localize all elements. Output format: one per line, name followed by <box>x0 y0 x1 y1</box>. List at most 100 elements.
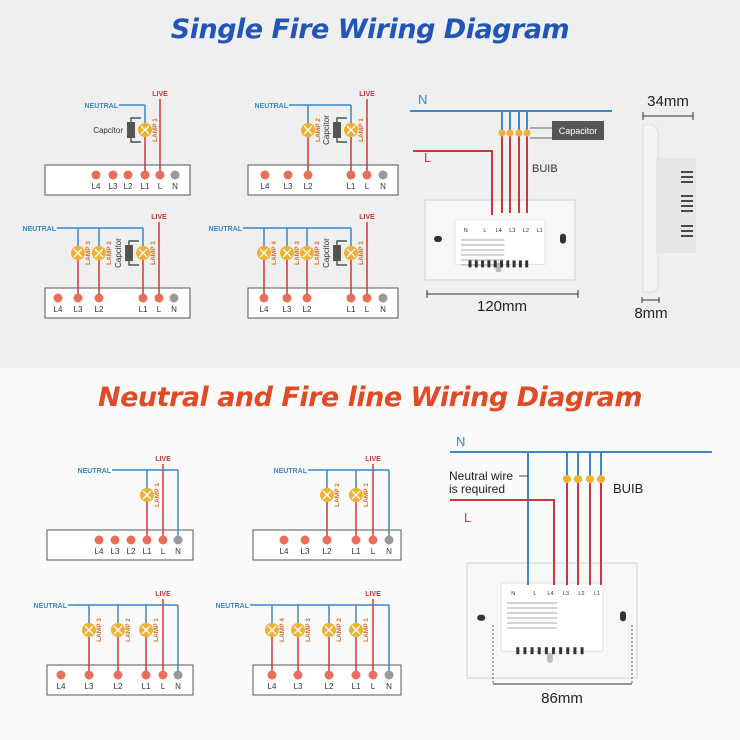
n-line-label: N <box>456 434 465 449</box>
width-dimension-label: 120mm <box>477 298 527 315</box>
capacitor-box-label: Capacitor <box>559 126 598 136</box>
live-label: LIVE <box>359 214 375 221</box>
capacitor-label: Capcitor <box>93 126 123 135</box>
terminal-label: L <box>371 682 376 691</box>
terminal-l1 <box>351 670 361 680</box>
single-fire-title: Single Fire Wiring Diagram <box>170 14 570 45</box>
terminal-l <box>368 670 378 680</box>
bulb-icon <box>597 475 605 483</box>
lamp-4 <box>265 623 279 637</box>
terminal-label: L1 <box>352 682 361 691</box>
terminal-l2 <box>303 170 313 180</box>
vent-slot <box>537 647 541 655</box>
terminal-label: N <box>386 682 392 691</box>
terminal-l <box>158 670 168 680</box>
live-label: LIVE <box>359 91 375 98</box>
terminal-label: L2 <box>95 305 104 314</box>
terminal-label: L1 <box>347 182 356 191</box>
bulb-icon <box>515 129 523 137</box>
lamp-label: LAMP 2 <box>106 241 113 265</box>
lamp-cross <box>351 625 361 635</box>
lamp-1 <box>139 623 153 637</box>
terminal-l3 <box>73 293 83 303</box>
lamp-cross <box>282 248 292 258</box>
terminal-label: L <box>157 305 162 314</box>
l-line-wire <box>413 150 493 215</box>
terminal-l2 <box>126 535 136 545</box>
device-terminal-label: N <box>511 591 515 597</box>
lamp-label: LAMP 1 <box>154 483 161 507</box>
lamp-label: LAMP 2 <box>334 483 341 507</box>
lamp-label: LAMP 1 <box>152 118 159 142</box>
neutral-required-label: Neutral wire <box>449 469 513 483</box>
lamp-label: LAMP 2 <box>314 241 321 265</box>
terminal-l4 <box>267 670 277 680</box>
lamp-cross <box>142 490 152 500</box>
lamp-label: LAMP 3 <box>305 618 312 642</box>
bulb-icon <box>563 475 571 483</box>
terminal-l <box>368 535 378 545</box>
switch-box <box>46 664 194 696</box>
terminal-l2 <box>324 670 334 680</box>
terminal-label: L3 <box>283 305 292 314</box>
capacitor-label: Capcitor <box>322 238 331 268</box>
lamp-2 <box>322 623 336 637</box>
vent-slot <box>523 647 527 655</box>
lamp-label: LAMP 4 <box>271 241 278 265</box>
terminal-label: L1 <box>141 182 150 191</box>
vent-slot <box>512 260 516 268</box>
device-terminal-label: L4 <box>496 228 502 234</box>
terminal-label: N <box>380 182 386 191</box>
vent-slot <box>474 260 478 268</box>
lamp-1 <box>349 488 363 502</box>
lamp-1 <box>349 623 363 637</box>
neutral-label: NEUTRAL <box>23 226 57 233</box>
switch-box <box>247 287 399 319</box>
terminal-l4 <box>260 170 270 180</box>
l-line-wire <box>450 499 555 585</box>
terminal-n <box>384 535 394 545</box>
lamp-1 <box>136 246 150 260</box>
capacitor-label: Capcitor <box>114 238 123 268</box>
terminal-l3 <box>283 170 293 180</box>
bulb-label: BUIB <box>532 163 558 175</box>
mount-hole-bottom-icon <box>546 652 553 663</box>
lamp-cross <box>94 248 104 258</box>
live-label: LIVE <box>155 591 171 598</box>
live-label: LIVE <box>155 456 171 463</box>
live-label: LIVE <box>365 591 381 598</box>
switch-box <box>44 164 191 196</box>
vent-slot <box>559 647 563 655</box>
lamp-1 <box>344 246 358 260</box>
device-terminal-label: L3 <box>563 591 569 597</box>
neutral-label: NEUTRAL <box>209 226 243 233</box>
bulb-label: BUIB <box>613 481 643 496</box>
terminal-label: L2 <box>303 305 312 314</box>
terminal-label: L4 <box>268 682 277 691</box>
terminal-n <box>173 535 183 545</box>
terminal-label: L1 <box>139 305 148 314</box>
lamp-label: LAMP 1 <box>150 241 157 265</box>
terminal-label: L2 <box>304 182 313 191</box>
lamp-label: LAMP 1 <box>153 618 160 642</box>
vent-slot <box>566 647 570 655</box>
capacitor-body <box>333 245 341 261</box>
terminal-n <box>384 670 394 680</box>
capacitor-label: Capcitor <box>322 115 331 145</box>
switch-box <box>247 164 399 196</box>
terminal-label: L4 <box>95 547 104 556</box>
terminal-l1 <box>346 293 356 303</box>
terminal-l4 <box>94 535 104 545</box>
l-line-label: L <box>464 510 471 525</box>
lamp-cross <box>346 125 356 135</box>
neutral-label: NEUTRAL <box>255 103 289 110</box>
device-terminal-label: L1 <box>594 591 600 597</box>
terminal-l1 <box>346 170 356 180</box>
lamp-label: LAMP 2 <box>125 618 132 642</box>
terminal-label: L2 <box>323 547 332 556</box>
terminal-label: L1 <box>143 547 152 556</box>
device-terminal-label: L4 <box>547 591 553 597</box>
neutral-label: NEUTRAL <box>34 603 68 610</box>
